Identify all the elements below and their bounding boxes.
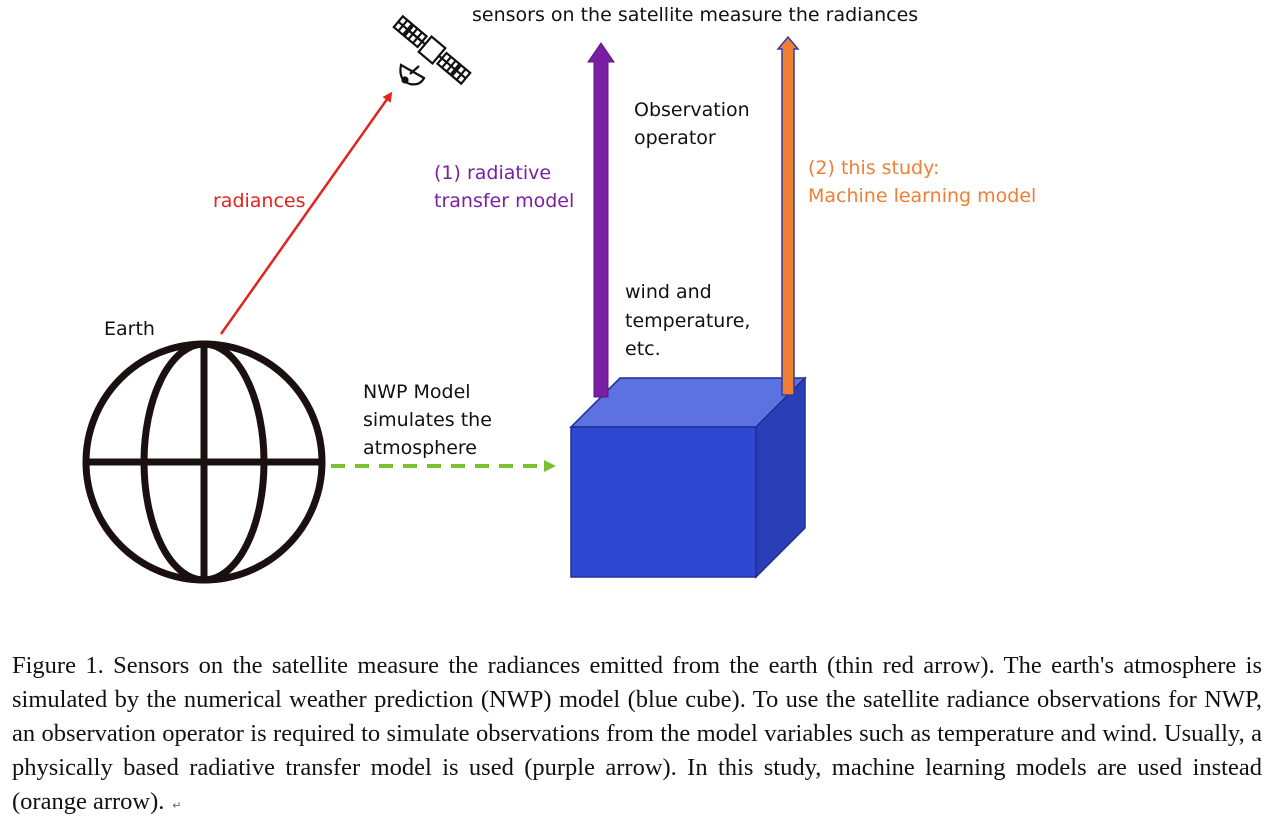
radiances-label: radiances bbox=[213, 190, 306, 212]
wind-temperature-label: wind and temperature, etc. bbox=[625, 281, 757, 360]
ml-arrow bbox=[776, 35, 800, 396]
figure-caption: Figure 1. Sensors on the satellite measu… bbox=[12, 649, 1262, 823]
nwp-label: NWP Model simulates the atmosphere bbox=[363, 381, 498, 459]
caption-text: Figure 1. Sensors on the satellite measu… bbox=[12, 652, 1262, 815]
ml-label: (2) this study: Machine learning model bbox=[808, 157, 1036, 207]
sensors-label: sensors on the satellite measure the rad… bbox=[472, 4, 918, 26]
nwp-model-cube bbox=[569, 376, 807, 579]
globe-icon bbox=[82, 340, 326, 584]
diagram-canvas: sensors on the satellite measure the rad… bbox=[82, 4, 1036, 584]
earth-label: Earth bbox=[104, 318, 155, 340]
observation-operator-label: Observation operator bbox=[634, 99, 756, 149]
rtm-label: (1) radiative transfer model bbox=[434, 162, 574, 212]
nwp-arrow bbox=[331, 460, 556, 472]
satellite-icon bbox=[392, 14, 472, 86]
paragraph-mark: ↵ bbox=[172, 800, 182, 812]
radiances-arrow bbox=[219, 91, 393, 335]
rtm-arrow bbox=[587, 42, 615, 398]
